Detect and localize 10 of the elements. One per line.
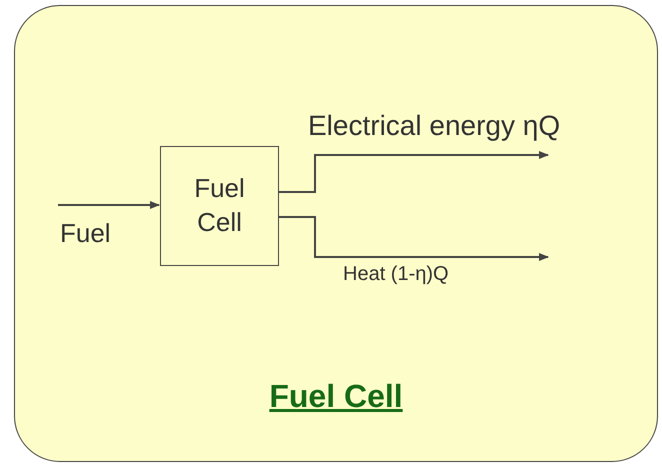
arrow	[58, 201, 160, 209]
panel-title: Fuel Cell	[269, 378, 403, 415]
edge-label: Fuel	[60, 218, 111, 249]
panel-background	[14, 5, 658, 462]
edge-label: Heat (1-η)Q	[343, 263, 449, 286]
box-label: Fuel Cell	[193, 172, 246, 239]
edge-label: Electrical energy ηQ	[308, 110, 560, 142]
arrow	[278, 216, 549, 261]
arrow	[278, 151, 549, 193]
process-box	[160, 146, 279, 266]
